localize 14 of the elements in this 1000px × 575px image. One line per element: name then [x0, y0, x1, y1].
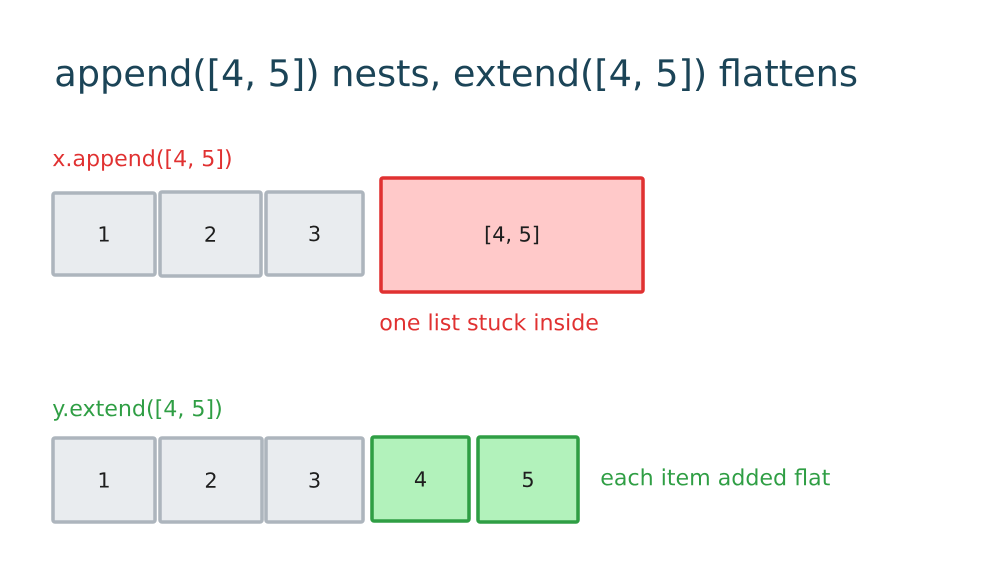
list-item-box: 4	[370, 435, 471, 523]
caption-text: y.extend([4, 5])	[52, 399, 221, 421]
list-item-box: 1	[51, 191, 157, 277]
caption-text: one list stuck inside	[380, 313, 598, 331]
caption-text: each item added flat	[602, 468, 830, 486]
list-item-box: 2	[158, 190, 263, 278]
list-item-box: 3	[264, 436, 365, 524]
list-item-box: 2	[158, 436, 264, 524]
list-item-box: 5	[476, 435, 580, 524]
caption-text: x.append([4, 5])	[52, 149, 231, 171]
list-item-box: 3	[264, 190, 365, 277]
list-item-box: [4, 5]	[379, 176, 645, 294]
list-item-box: 1	[51, 436, 157, 524]
title: append([4, 5]) nests, extend([4, 5]) flattens	[56, 58, 856, 94]
